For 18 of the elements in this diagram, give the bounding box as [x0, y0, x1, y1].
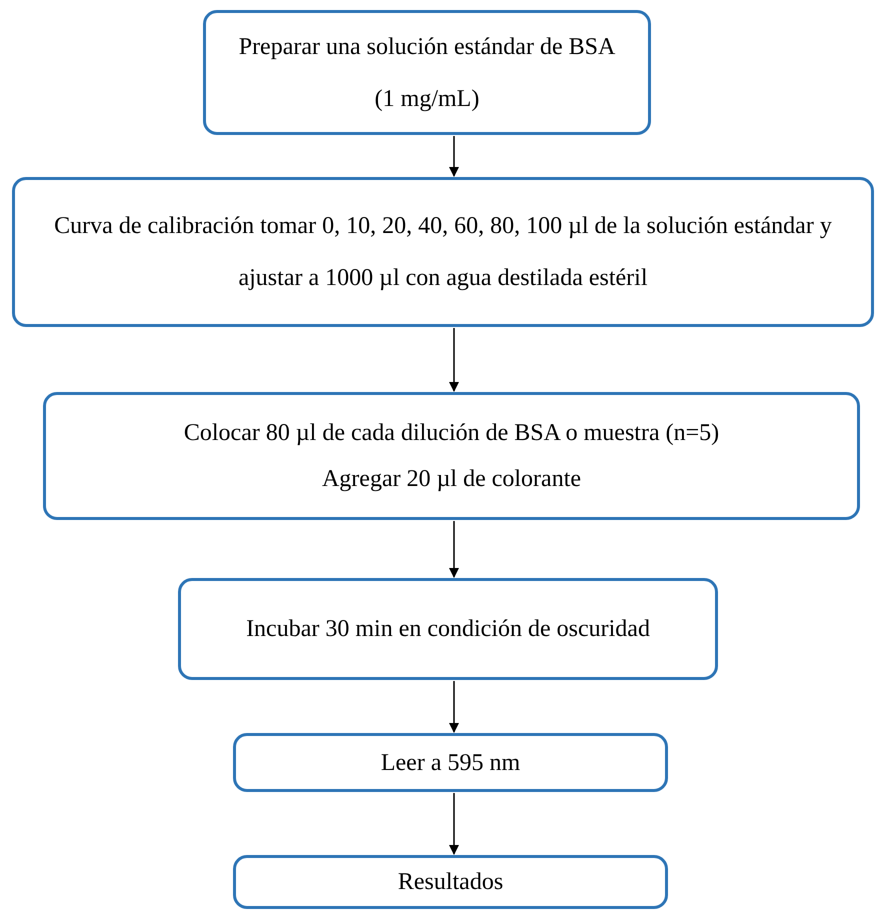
- step-text: Agregar 20 µl de colorante: [322, 465, 582, 494]
- process-box: [233, 855, 668, 909]
- process-box: [178, 578, 718, 680]
- step-text: Colocar 80 µl de cada dilución de BSA o muestra (n=5): [184, 419, 720, 448]
- step-text: Preparar una solución estándar de BSA (1 mg/mL): [238, 32, 616, 114]
- arrow: [449, 521, 459, 578]
- arrow: [449, 328, 459, 392]
- arrow: [449, 136, 459, 177]
- step-text: Incubar 30 min en condición de oscuridad: [246, 615, 650, 644]
- step-text: Curva de calibración tomar 0, 10, 20, 40, 60, 80, 100 µl de la solución estándar y ajustar a 1000 µl con agua destilada estéril: [53, 212, 833, 293]
- process-box: [233, 733, 668, 792]
- step-text: Leer a 595 nm: [380, 748, 520, 778]
- step-text: Resultados: [398, 868, 504, 897]
- arrow: [449, 681, 459, 733]
- process-box: [203, 10, 651, 135]
- process-box: [43, 392, 860, 520]
- process-box: [12, 177, 874, 327]
- arrow: [449, 793, 459, 855]
